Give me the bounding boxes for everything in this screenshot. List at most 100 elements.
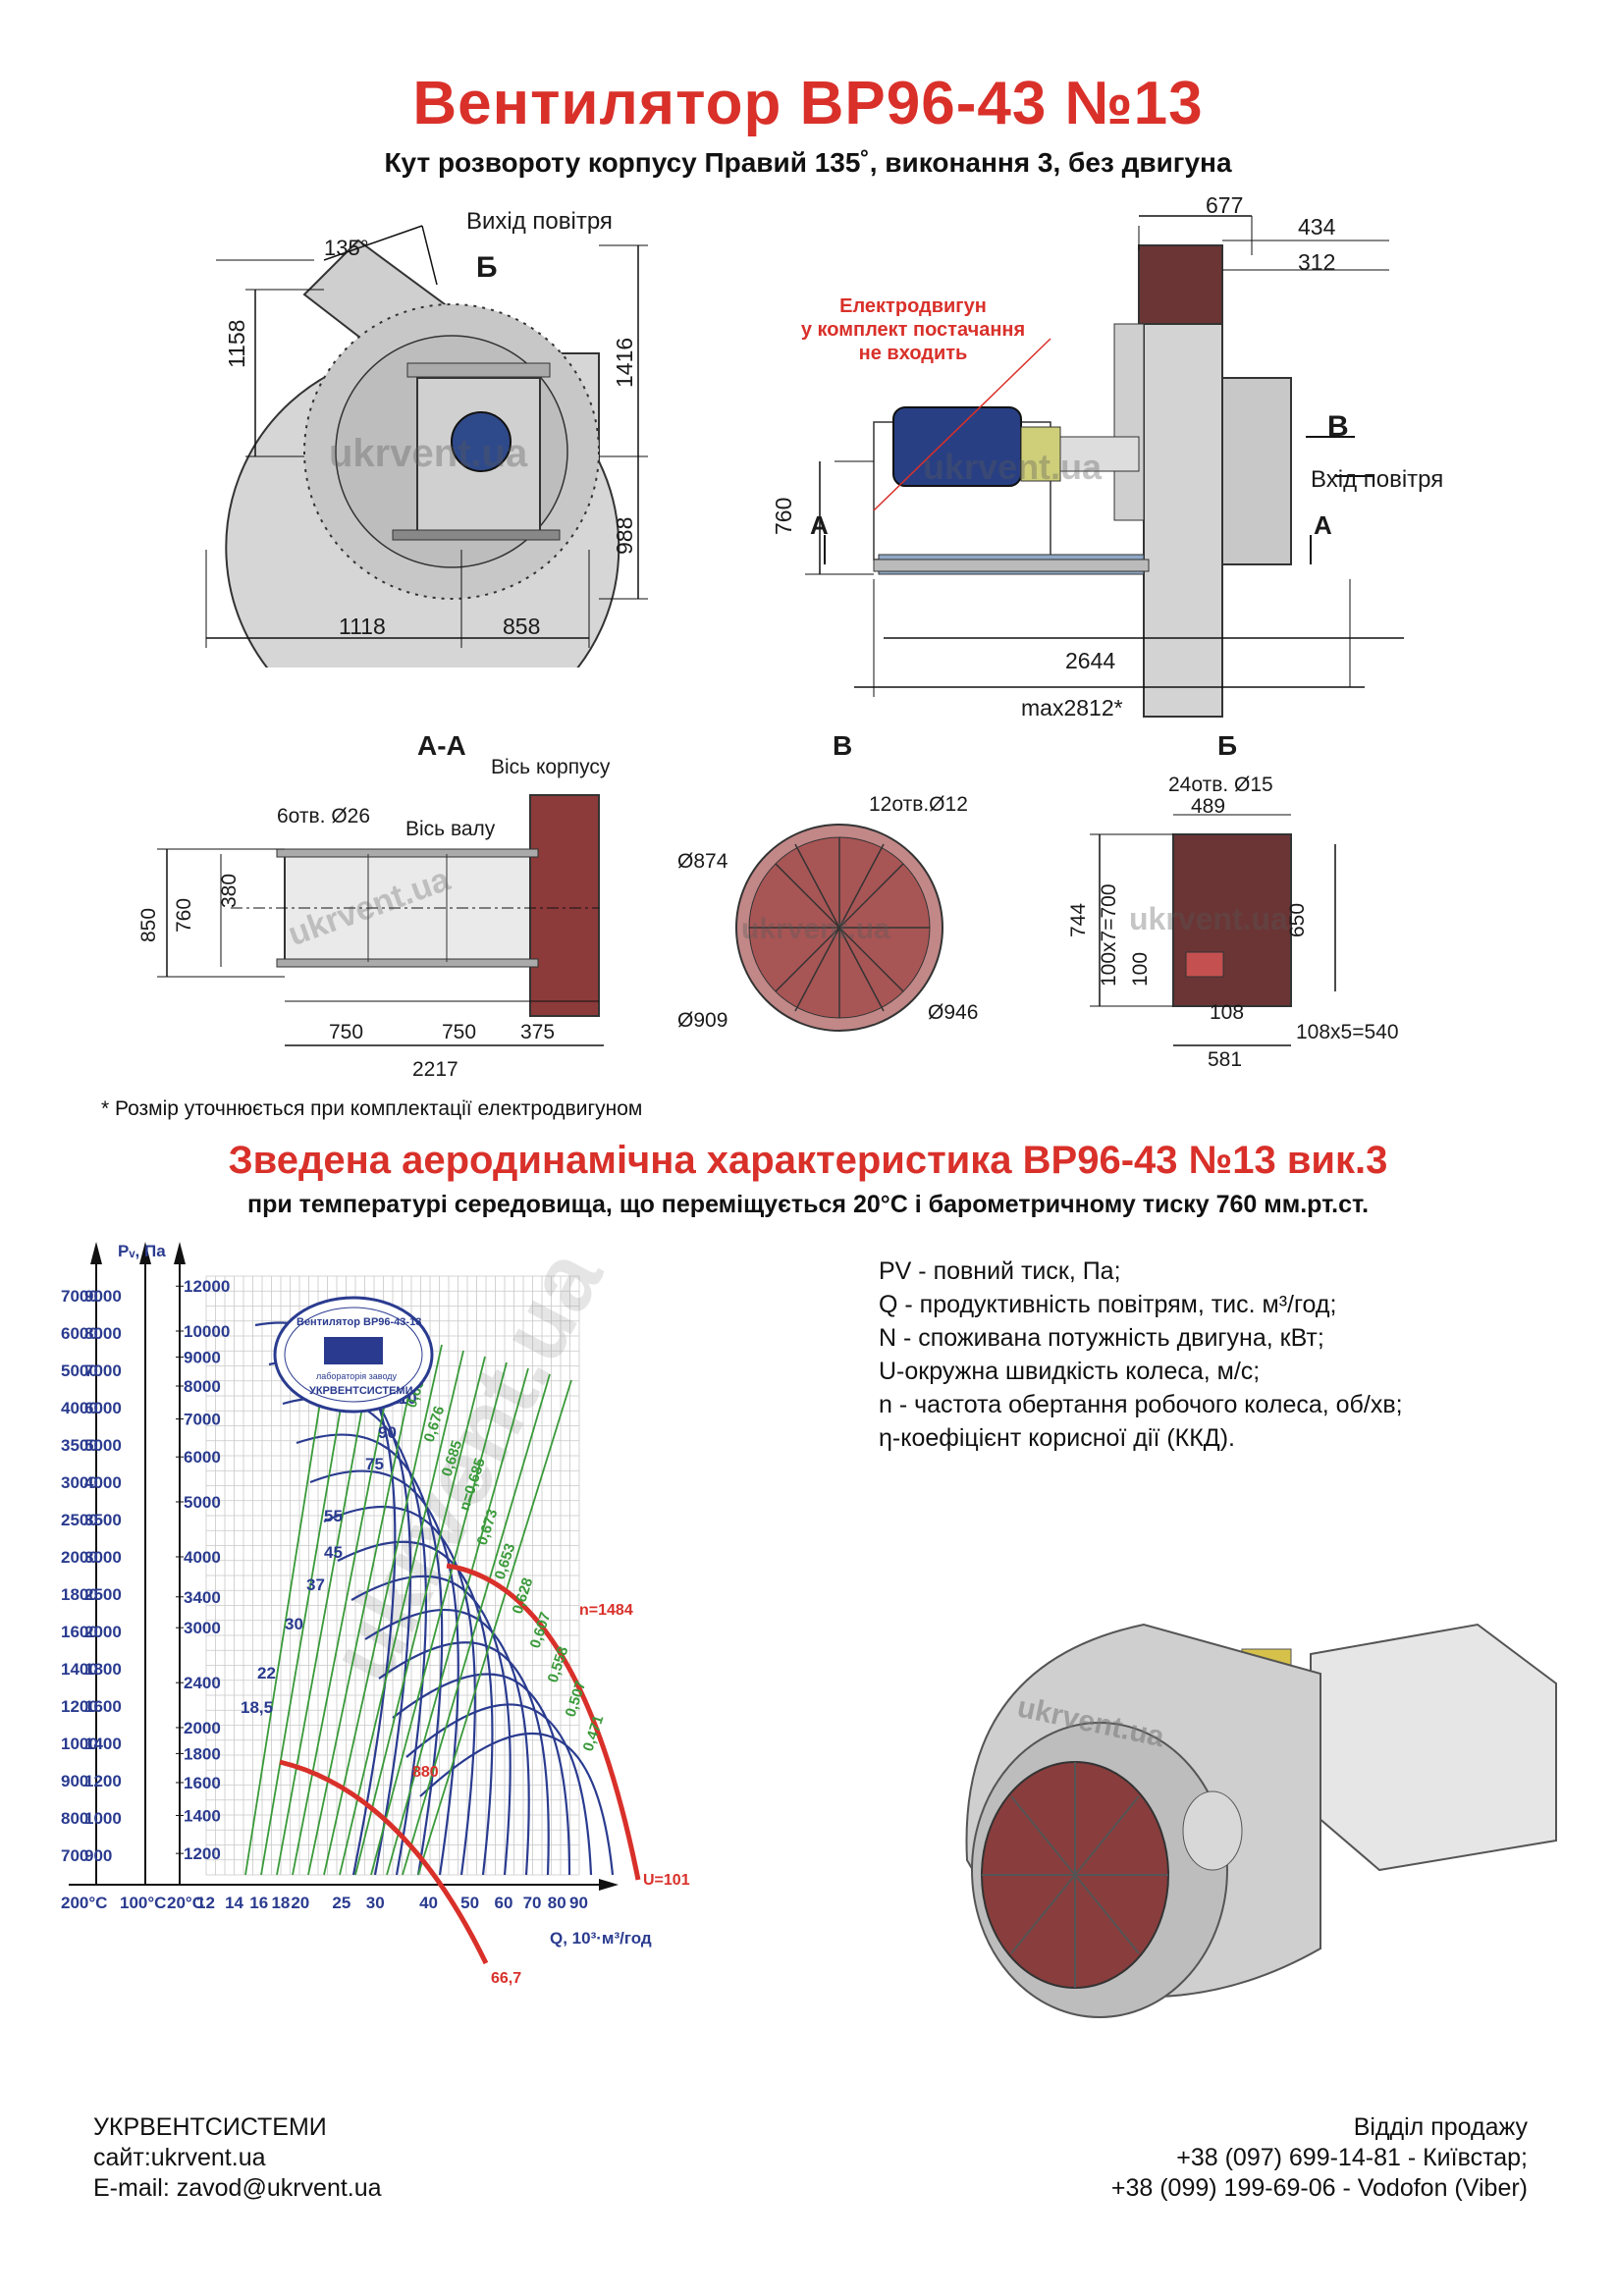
section-b-drawing bbox=[1090, 814, 1336, 1046]
dim-100: 100 bbox=[1129, 951, 1152, 987]
fan-render-image bbox=[965, 1623, 1557, 2018]
y-tick-20c: 3400 bbox=[184, 1588, 221, 1607]
x-tick: 12 bbox=[196, 1894, 215, 1912]
v-d874: Ø874 bbox=[677, 850, 728, 873]
legend-item: Q - продуктивність повітрям, тис. м³/год… bbox=[879, 1291, 1337, 1318]
efficiency-line bbox=[339, 1350, 464, 1876]
sales-title: Відділ продажу bbox=[1353, 2113, 1528, 2141]
dim-760-aa: 760 bbox=[173, 897, 195, 933]
temp-axis-label: 100°C bbox=[120, 1894, 166, 1912]
watermark-v: ukrvent.ua bbox=[741, 913, 890, 945]
chart-section-title: Зведена аеродинамічна характеристика ВР9… bbox=[228, 1139, 1388, 1182]
dim-108x5: 108x5=540 bbox=[1296, 1021, 1399, 1043]
x-axis-title: Q, 10³·м³/год bbox=[550, 1929, 652, 1948]
dim-858: 858 bbox=[503, 614, 541, 639]
dim-850: 850 bbox=[137, 907, 160, 942]
legend-item: PV - повний тиск, Па; bbox=[879, 1257, 1121, 1285]
phone-2: +38 (099) 199-69-06 - Vodofon (Viber) bbox=[1110, 2174, 1528, 2202]
y-tick-200c: 2500 bbox=[61, 1511, 98, 1529]
footer-sales: Відділ продажу +38 (097) 699-14-81 - Киї… bbox=[1111, 2112, 1528, 2204]
x-tick: 40 bbox=[419, 1894, 438, 1912]
chart-section-subtitle: при температурі середовища, що переміщує… bbox=[246, 1191, 1370, 1218]
x-tick: 16 bbox=[249, 1894, 268, 1912]
y-tick-200c: 6000 bbox=[61, 1324, 98, 1343]
dim-760-side: 760 bbox=[771, 497, 796, 535]
pressure-curve bbox=[378, 1641, 550, 1876]
x-tick: 20 bbox=[291, 1894, 309, 1912]
aa-holes: 6отв. Ø26 bbox=[277, 805, 371, 828]
dim-744: 744 bbox=[1067, 902, 1090, 937]
y-tick-100c: 7000 bbox=[84, 1362, 122, 1380]
dim-434: 434 bbox=[1298, 214, 1336, 240]
company-name: УКРВЕНТСИСТЕМИ bbox=[93, 2113, 327, 2141]
y-tick-20c: 1600 bbox=[184, 1774, 221, 1792]
page-title: Вентилятор ВР96-43 №13 bbox=[412, 70, 1204, 137]
legend-item: n - частота обертання робочого колеса, о… bbox=[879, 1391, 1403, 1418]
aa-shaft-axis: Вісь валу bbox=[405, 818, 496, 840]
power-curve-label: 37 bbox=[306, 1575, 325, 1594]
front-view-drawing bbox=[205, 225, 648, 667]
y-axis-title: Pᵥ, Па bbox=[118, 1242, 166, 1260]
mark-v: В bbox=[1327, 410, 1349, 443]
legend: PV - повний тиск, Па; Q - продуктивність… bbox=[879, 1255, 1403, 1455]
angle-label: 135° bbox=[324, 236, 369, 260]
power-curve-label: 75 bbox=[365, 1455, 384, 1473]
section-mark-b: Б bbox=[476, 251, 498, 284]
y-tick-100c: 8000 bbox=[84, 1324, 122, 1343]
mark-a-right: А bbox=[1314, 510, 1332, 540]
y-tick-200c: 5000 bbox=[61, 1362, 98, 1380]
y-tick-20c: 3000 bbox=[184, 1619, 221, 1637]
v-holes: 12отв.Ø12 bbox=[869, 793, 968, 816]
section-v-title: В bbox=[833, 730, 853, 761]
page-subtitle: Кут розвороту корпусу Правий 135˚, викон… bbox=[384, 147, 1232, 178]
y-tick-200c: 900 bbox=[61, 1772, 88, 1790]
efficiency-line bbox=[354, 1356, 486, 1876]
v-d946: Ø946 bbox=[928, 1001, 979, 1024]
dim-312: 312 bbox=[1298, 249, 1336, 275]
efficiency-line bbox=[244, 1314, 335, 1876]
power-curve-label: 22 bbox=[257, 1664, 276, 1682]
y-tick-200c: 1000 bbox=[61, 1735, 98, 1753]
speed-label-lower: 880 bbox=[412, 1764, 439, 1781]
temp-axis-label: 20°C bbox=[167, 1894, 204, 1912]
y-tick-200c: 3500 bbox=[61, 1436, 98, 1455]
dim-489: 489 bbox=[1191, 795, 1226, 818]
y-tick-200c: 1200 bbox=[61, 1697, 98, 1716]
v-d909: Ø909 bbox=[677, 1009, 728, 1032]
dim-1416: 1416 bbox=[612, 337, 637, 388]
y-tick-100c: 3000 bbox=[84, 1548, 122, 1567]
efficiency-line bbox=[370, 1362, 508, 1876]
y-tick-200c: 4000 bbox=[61, 1399, 98, 1417]
y-tick-100c: 1200 bbox=[84, 1772, 122, 1790]
side-view-drawing bbox=[805, 215, 1404, 718]
motor-note: Електродвигун у комплект постачання не в… bbox=[800, 295, 1026, 364]
y-tick-200c: 1400 bbox=[61, 1660, 98, 1679]
watermark-front: ukrvent.ua bbox=[329, 432, 528, 475]
dim-1118: 1118 bbox=[339, 614, 386, 639]
dim-100x7: 100x7=700 bbox=[1098, 883, 1120, 987]
y-tick-20c: 9000 bbox=[184, 1348, 221, 1366]
y-tick-100c: 6000 bbox=[84, 1399, 122, 1417]
y-tick-20c: 12000 bbox=[184, 1277, 230, 1296]
dim-108: 108 bbox=[1210, 1001, 1245, 1024]
y-tick-200c: 1800 bbox=[61, 1585, 98, 1604]
legend-item: η-коефіцієнт корисної дії (ККД). bbox=[879, 1424, 1235, 1452]
pressure-curve bbox=[392, 1673, 571, 1876]
watermark-b: ukrvent.ua bbox=[1129, 901, 1288, 936]
y-tick-200c: 1600 bbox=[61, 1623, 98, 1641]
pressure-curve bbox=[419, 1732, 615, 1876]
dim-750-a: 750 bbox=[329, 1021, 364, 1043]
x-tick: 60 bbox=[495, 1894, 513, 1912]
y-tick-200c: 7000 bbox=[61, 1287, 98, 1306]
aerodynamic-chart: ukrvent.ua Pᵥ, ПаQ, 10³·м³/год1200010000… bbox=[61, 1232, 690, 1987]
y-tick-100c: 3500 bbox=[84, 1511, 122, 1529]
y-tick-100c: 9000 bbox=[84, 1287, 122, 1306]
y-tick-100c: 2500 bbox=[84, 1585, 122, 1604]
y-tick-20c: 6000 bbox=[184, 1448, 221, 1467]
x-tick: 70 bbox=[523, 1894, 542, 1912]
company-email: E-mail: zavod@ukrvent.ua bbox=[93, 2174, 382, 2202]
legend-item: N - споживана потужність двигуна, кВт; bbox=[879, 1324, 1324, 1352]
aa-body-axis: Вісь корпусу bbox=[491, 756, 611, 778]
x-axis-arrow bbox=[599, 1879, 619, 1891]
dim-2217: 2217 bbox=[412, 1058, 458, 1081]
